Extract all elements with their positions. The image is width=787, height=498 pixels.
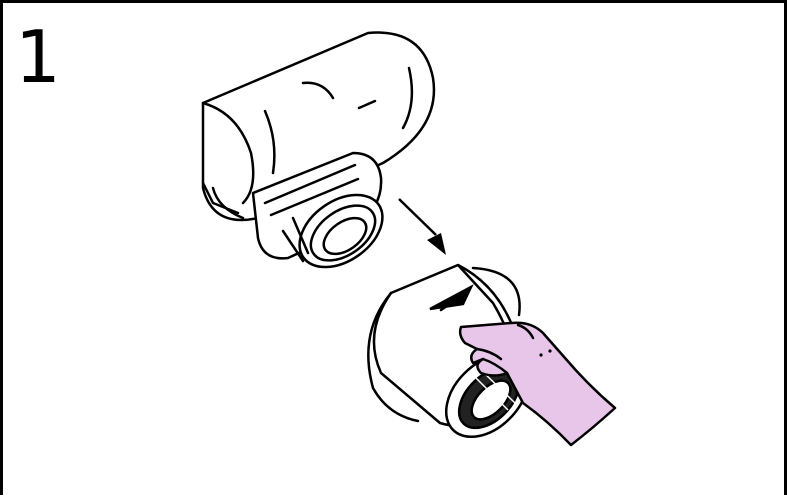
downward-diagonal-arrow-icon: [398, 198, 446, 255]
faucet-spout-icon: [201, 31, 436, 269]
hand-icon: [458, 321, 617, 447]
aerator-removal-illustration: [201, 31, 617, 447]
counterclockwise-rotation-arrow-icon: [367, 266, 521, 423]
step-number: 1: [15, 15, 61, 99]
